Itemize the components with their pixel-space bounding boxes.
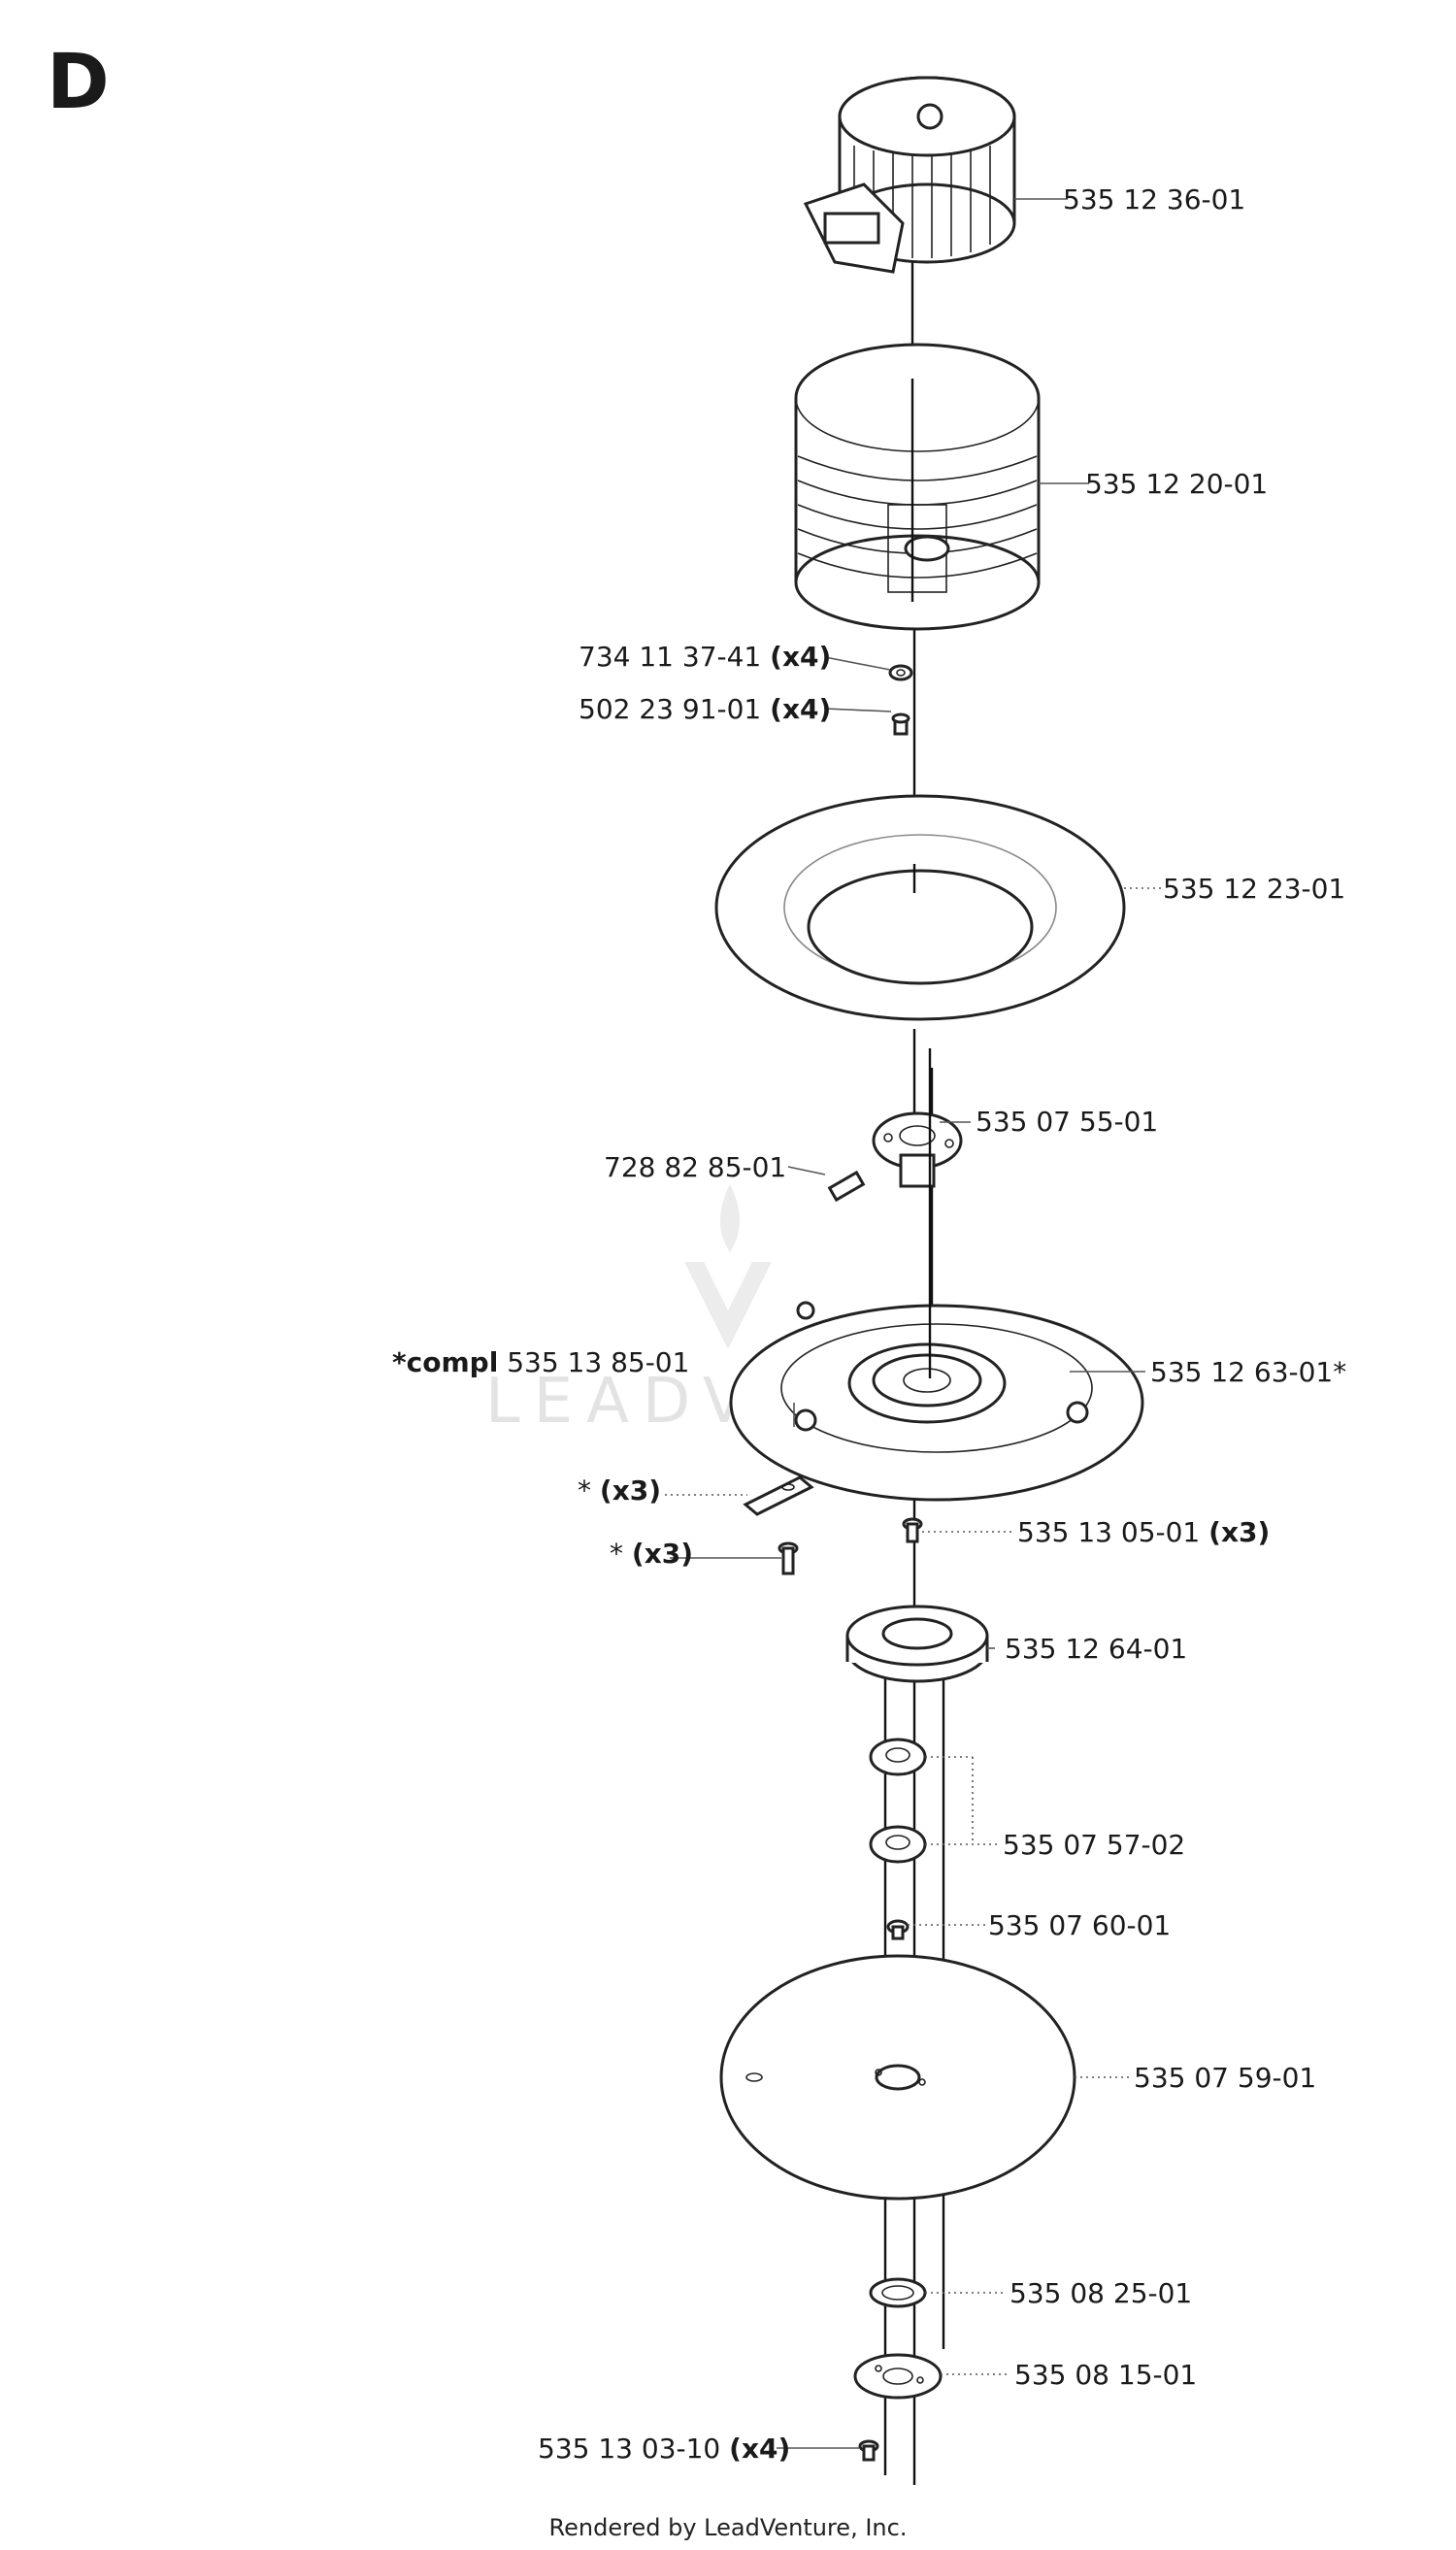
bearing-housing-part: [845, 1605, 989, 1683]
label-motor: 535 12 36-01: [1063, 183, 1245, 215]
ring-plate-part: [714, 794, 1126, 1021]
section-letter: D: [47, 39, 110, 126]
screw-1305-part: [902, 1517, 923, 1543]
bottom-screw-part: [858, 2439, 879, 2462]
spacer-part: [869, 2277, 927, 2308]
washer-part: [888, 664, 913, 681]
label-blade-disc: 535 12 63-01*: [1150, 1356, 1346, 1388]
label-washer: 734 11 37-41 (x4): [579, 641, 831, 673]
bearing-lower-part: [869, 1825, 927, 1864]
label-blade: * (x3): [578, 1474, 661, 1507]
label-pin: 535 07 60-01: [988, 1909, 1171, 1941]
label-hub: 535 07 55-01: [976, 1106, 1158, 1138]
screw-part: [891, 712, 910, 736]
label-blade-screw: * (x3): [610, 1538, 693, 1570]
label-bearings: 535 07 57-02: [1003, 1829, 1185, 1861]
pin-part: [886, 1919, 910, 1940]
label-bottom-screw: 535 13 03-10 (x4): [538, 2433, 790, 2465]
label-compl: *compl 535 13 85-01: [392, 1346, 689, 1378]
flange-part: [853, 2353, 943, 2400]
bearing-upper-part: [869, 1738, 927, 1776]
blade-part: [743, 1475, 814, 1516]
label-spacer: 535 08 25-01: [1009, 2277, 1192, 2309]
blade-disc-part: [729, 1048, 1144, 1502]
setscrew-part: [827, 1170, 866, 1203]
label-flange: 535 08 15-01: [1014, 2359, 1197, 2391]
hub-part: [872, 1111, 963, 1188]
leader-lines: [665, 198, 1165, 2449]
label-bearing-housing: 535 12 64-01: [1005, 1633, 1187, 1665]
label-ring-plate: 535 12 23-01: [1163, 873, 1345, 905]
motor-part: [803, 76, 1016, 274]
label-screw: 502 23 91-01 (x4): [579, 693, 831, 725]
label-screw-1305: 535 13 05-01 (x3): [1017, 1516, 1270, 1548]
label-setscrew: 728 82 85-01: [604, 1151, 786, 1183]
label-guard-plate: 535 07 59-01: [1134, 2062, 1316, 2094]
footer-text: Rendered by LeadVenture, Inc.: [549, 2514, 908, 2541]
blade-screw-part: [778, 1541, 799, 1575]
guard-plate-part: [719, 1954, 1076, 2201]
label-housing: 535 12 20-01: [1085, 468, 1268, 500]
housing-part: [794, 343, 1041, 631]
